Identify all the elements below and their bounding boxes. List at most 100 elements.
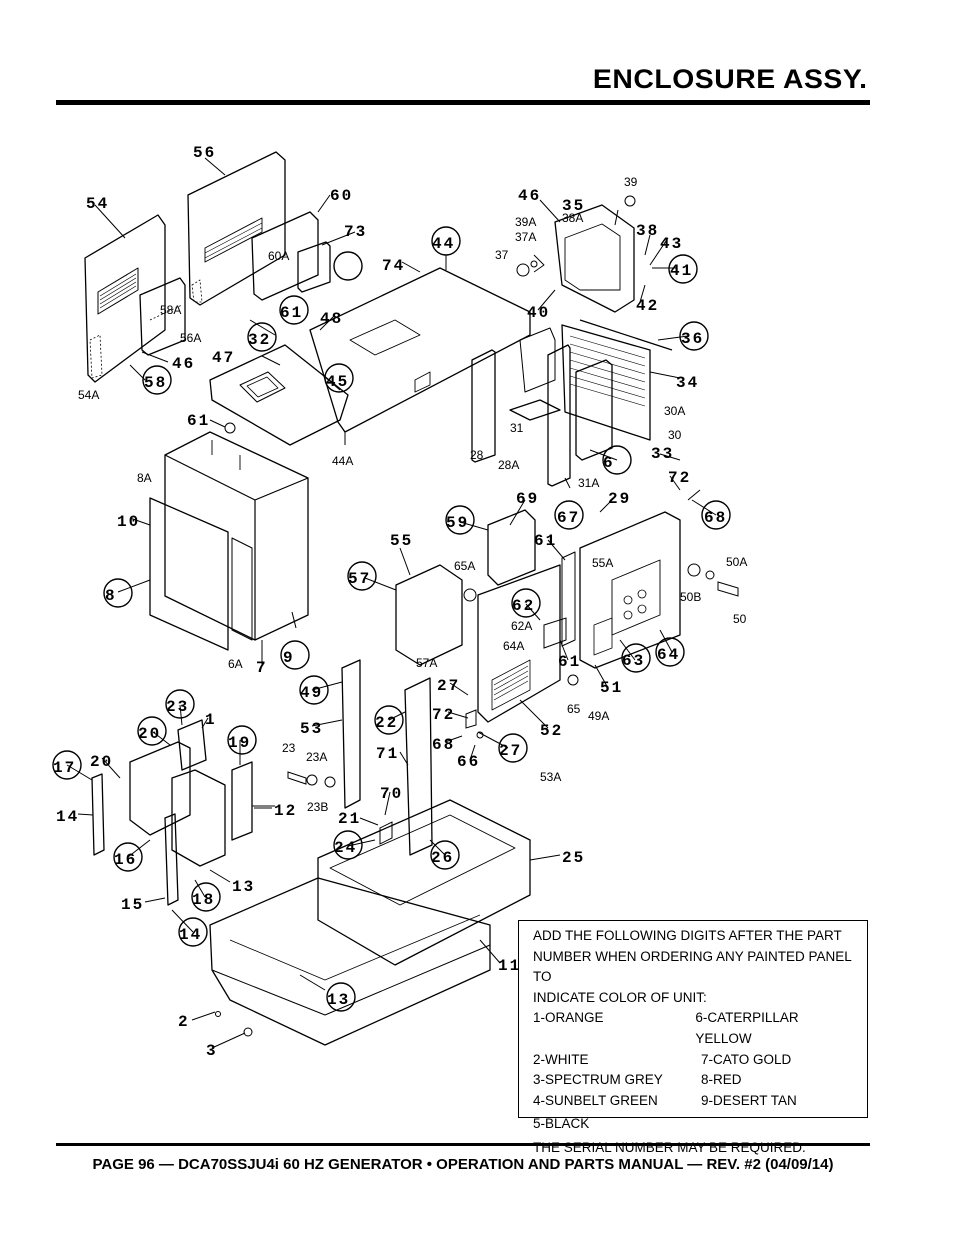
callout-label: 9 [283, 649, 295, 667]
callout-label: 74 [382, 257, 405, 275]
color-code: 7-CATO GOLD [701, 1051, 792, 1067]
callout-label: 45 [326, 373, 349, 391]
callout-label: 42 [636, 297, 659, 315]
callout-sublabel: 37 [495, 248, 509, 262]
callout-label: 62 [512, 597, 535, 615]
callout-label: 60 [330, 187, 353, 205]
callout-label: 59 [446, 514, 469, 532]
callout-label: 34 [676, 374, 699, 392]
callout-label: 71 [376, 745, 399, 763]
callout-sublabel: 28A [498, 458, 519, 472]
part-65 [567, 674, 579, 686]
callout-label: 29 [608, 490, 631, 508]
callout-label: 15 [121, 896, 144, 914]
part-29 [547, 344, 571, 487]
callout-sublabel: 62A [511, 619, 532, 633]
part-33 [575, 359, 613, 461]
callout-label: 61 [280, 304, 303, 322]
color-row: 3-SPECTRUM GREY 8-RED [533, 1070, 853, 1091]
callout-label: 73 [344, 223, 367, 241]
callout-label: 14 [179, 926, 202, 944]
part-50B [687, 563, 701, 577]
page-footer: PAGE 96 — DCA70SSJU4i 60 HZ GENERATOR • … [92, 1156, 834, 1173]
callout-label: 14 [56, 808, 79, 826]
callout-sublabel: 64A [503, 639, 524, 653]
part-60 [251, 211, 319, 301]
callout-label: 25 [562, 849, 585, 867]
callout-label: 20 [90, 753, 113, 771]
callout-label: 61 [534, 532, 557, 550]
part-59 [487, 509, 536, 586]
part-55 [579, 511, 681, 669]
callout-label: 3 [206, 1042, 218, 1060]
color-code: 5-BLACK [533, 1116, 590, 1132]
callout-label: 26 [431, 849, 454, 867]
part-22 [341, 659, 361, 809]
callout-label: 48 [320, 310, 343, 328]
part-28 [471, 349, 496, 463]
callout-label: 54 [86, 195, 109, 213]
callout-sublabel: 65A [454, 559, 475, 573]
callout-sublabel: 54A [78, 388, 99, 402]
part-23B [324, 776, 336, 788]
part-12 [91, 773, 105, 856]
callout-label: 7 [256, 659, 268, 677]
callout-label: 46 [518, 187, 541, 205]
callout-sublabel: 38A [562, 211, 583, 225]
callout-label: 68 [704, 509, 727, 527]
top-rule [56, 100, 870, 105]
part-24 [379, 821, 393, 845]
part-11 [164, 813, 179, 906]
callout-label: 64 [657, 646, 680, 664]
part-65A [463, 588, 477, 602]
color-row: 1-ORANGE 6-CATERPILLAR YELLOW [533, 1008, 853, 1049]
part-21 [404, 677, 433, 856]
callout-sublabel: 50B [680, 590, 701, 604]
part-16 [129, 741, 191, 836]
part-54 [84, 214, 166, 383]
color-row: 2-WHITE 7-CATO GOLD [533, 1050, 853, 1071]
note-line: NUMBER WHEN ORDERING ANY PAINTED PANEL T… [533, 948, 852, 985]
part-31 [509, 399, 561, 421]
part-37 [516, 263, 530, 277]
callout-label: 46 [172, 355, 195, 373]
part-30 [561, 324, 651, 441]
part-39 [624, 195, 636, 207]
callout-label: 51 [600, 679, 623, 697]
part-71 [476, 731, 484, 739]
callout-label: 63 [622, 652, 645, 670]
callout-sublabel: 58A [160, 303, 181, 317]
callout-label: 40 [527, 304, 550, 322]
part-4 [243, 1027, 253, 1037]
part-50A [705, 570, 715, 580]
callout-sublabel: 28 [470, 448, 484, 462]
callout-sublabel: 39 [624, 175, 638, 189]
callout-label: 27 [437, 677, 460, 695]
callout-sublabel: 37A [515, 230, 536, 244]
callout-label: 12 [274, 802, 297, 820]
part-18 [231, 761, 253, 841]
callout-label: 8 [105, 587, 117, 605]
callout-sublabel: 31A [578, 476, 599, 490]
part-19 [177, 719, 207, 771]
callout-label: 53 [300, 720, 323, 738]
callout-label: 70 [380, 785, 403, 803]
color-code: 2-WHITE [533, 1051, 589, 1067]
part-35 [554, 204, 635, 313]
callout-label: 57 [348, 570, 371, 588]
part-57 [395, 564, 463, 666]
part-58 [139, 277, 186, 356]
part-23 [287, 771, 307, 785]
callout-label: 66 [457, 753, 480, 771]
callout-sublabel: 23A [306, 750, 327, 764]
callout-label: 38 [636, 222, 659, 240]
callout-label: 41 [670, 262, 693, 280]
callout-label: 13 [232, 878, 255, 896]
callout-label: 6 [603, 454, 615, 472]
color-code: 4-SUNBELT GREEN [533, 1092, 658, 1108]
part-1-frame [317, 799, 531, 966]
callout-label: 61 [558, 653, 581, 671]
part-64 [543, 617, 567, 649]
callout-sublabel: 44A [332, 454, 353, 468]
callout-label: 52 [540, 722, 563, 740]
